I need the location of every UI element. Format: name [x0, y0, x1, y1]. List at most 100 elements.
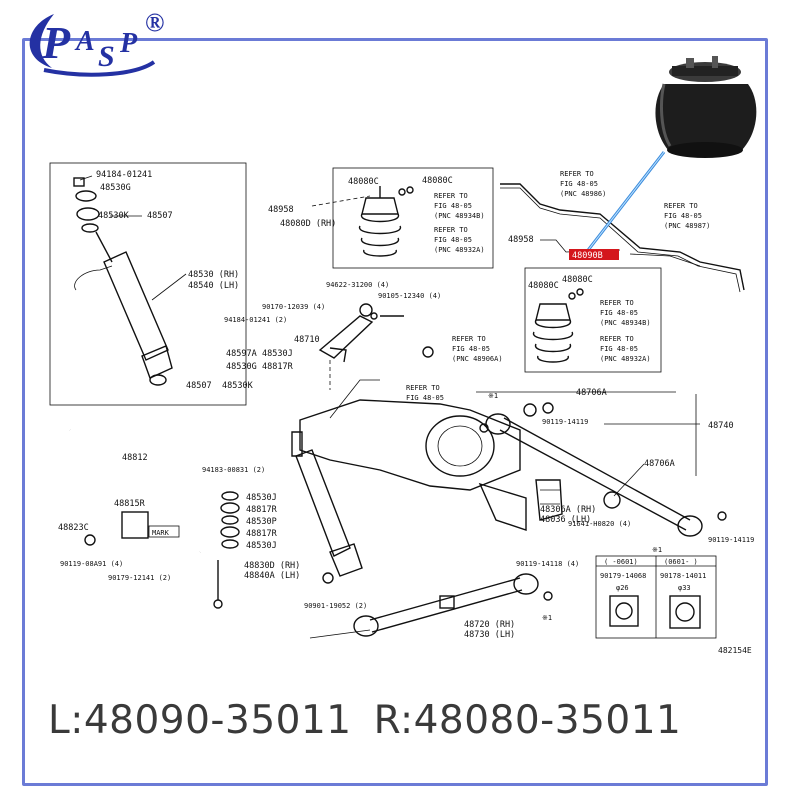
leader-lines — [79, 175, 700, 639]
label-48730-lh-text: 48730 (LH) — [464, 630, 515, 640]
ref-48987-3: (PNC 48987) — [664, 222, 710, 230]
table-col2-head: (0601- ) — [664, 558, 698, 566]
label-90119-08A91: 90119-08A91 (4) — [60, 560, 123, 568]
shock-absorber-lower — [291, 431, 363, 584]
ref-48932A-a-2: FIG 48-05 — [434, 236, 472, 244]
ref-fig48-1: REFER TO — [406, 384, 440, 392]
ref-48932A-b-1: REFER TO — [600, 335, 634, 343]
label-91641: 91641-H0820 (4) — [568, 520, 631, 528]
label-90119-14119-b: 90119-14119 — [708, 536, 754, 544]
table-col2-dia: φ33 — [678, 584, 691, 592]
label-48530P: 48530P — [246, 517, 277, 527]
label-48958-a: 48958 — [268, 205, 294, 215]
label-48507: 48507 — [147, 211, 173, 221]
label-90119-14119-a: 90119-14119 — [542, 418, 588, 426]
bushing-table — [595, 555, 717, 639]
registered-mark: ® — [145, 8, 165, 37]
ref-48932A-a-3: (PNC 48932A) — [434, 246, 485, 254]
label-94622: 94622-31200 (4) — [326, 281, 389, 289]
label-48306A-rh: 48306A (RH) — [540, 505, 596, 515]
label-94184-01241-mid: 94184-01241 (2) — [224, 316, 287, 324]
label-48080C-c: 48080C — [562, 275, 593, 285]
ref-48934B-a-2: FIG 48-05 — [434, 202, 472, 210]
label-48530J-b: 48530J — [246, 493, 277, 503]
label-48530G: 48530G — [100, 183, 131, 193]
label-48706A-a: 48706A — [576, 388, 607, 398]
label-90119-14118: 90119-14118 (4) — [516, 560, 579, 568]
label-48530G-mid: 48530G — [226, 362, 257, 372]
ref-48986-3: (PNC 48986) — [560, 190, 606, 198]
label-48823C: 48823C — [58, 523, 89, 533]
ref-48932A-b-2: FIG 48-05 — [600, 345, 638, 353]
ref-48932A-a-1: REFER TO — [434, 226, 468, 234]
ref-48986-1: REFER TO — [560, 170, 594, 178]
label-48530J-mid: 48530J — [262, 349, 293, 359]
label-48080C-d: 48080C — [528, 281, 559, 291]
label-48830D-rh: 48830D (RH) — [244, 561, 300, 571]
label-90901: 90901-19052 (2) — [304, 602, 367, 610]
lower-trailing-arm — [353, 573, 539, 637]
air-spring-box-top — [332, 167, 494, 269]
label-90170: 90170-12039 (4) — [262, 303, 325, 311]
label-48507-mid: 48507 — [186, 381, 212, 391]
ref-48986-2: FIG 48-05 — [560, 180, 598, 188]
pasp-logo: P A S P — [29, 14, 156, 77]
label-48706A-b: 48706A — [644, 459, 675, 469]
stabilizer-bushing-stack — [220, 491, 240, 549]
ref-48934B-b-2: FIG 48-05 — [600, 309, 638, 317]
label-48815R: 48815R — [114, 499, 146, 509]
label-48530-rh: 48530 (RH) — [188, 270, 239, 280]
label-48080C-b: 48080C — [422, 176, 453, 186]
label-90179-12141: 90179-12141 (2) — [108, 574, 171, 582]
ref-48906A-2: FIG 48-05 — [452, 345, 490, 353]
table-col1-part: 90179-14068 — [600, 572, 646, 580]
label-48812: 48812 — [122, 453, 148, 463]
table-col2-part: 90178-14011 — [660, 572, 706, 580]
ref-48934B-b-1: REFER TO — [600, 299, 634, 307]
air-spring-photo — [655, 56, 757, 158]
label-48958-b: 48958 — [508, 235, 534, 245]
label-90105: 90105-12340 (4) — [378, 292, 441, 300]
label-48740: 48740 — [708, 421, 734, 431]
air-spring-box-right — [524, 267, 662, 373]
ref-fig48-2: FIG 48-05 — [406, 394, 444, 402]
air-spring-right — [533, 288, 584, 363]
rear-axle — [299, 379, 527, 531]
label-48036-lh: 48036 (LH) — [540, 515, 591, 525]
table-col1-dia: φ26 — [616, 584, 629, 592]
svg-text:A: A — [74, 26, 95, 57]
ref-48987-2: FIG 48-05 — [664, 212, 702, 220]
label-48530K-mid: 48530K — [222, 381, 254, 391]
ref-48934B-b-3: (PNC 48934B) — [600, 319, 651, 327]
label-48817R-c: 48817R — [246, 529, 278, 539]
ref-48987-1: REFER TO — [664, 202, 698, 210]
svg-text:S: S — [98, 40, 115, 73]
stabilizer-bar — [69, 429, 223, 609]
left-part-number: L:48090-35011 — [48, 698, 352, 743]
ref-48934B-a-3: (PNC 48934B) — [434, 212, 485, 220]
pointer-line-highlight — [581, 151, 665, 259]
svg-text:P: P — [119, 28, 138, 59]
label-x1-table: ※1 — [652, 546, 662, 554]
table-col1-head: ( -0601) — [604, 558, 638, 566]
part-numbers: L:48090-35011 R:48080-35011 — [48, 698, 703, 743]
air-spring-top — [311, 186, 414, 257]
ref-48932A-b-3: (PNC 48932A) — [600, 355, 651, 363]
label-48720-rh: 48720 (RH) — [464, 620, 515, 630]
label-94183: 94183-00831 (2) — [202, 466, 265, 474]
highlight-48090B — [569, 249, 619, 260]
label-48710: 48710 — [294, 335, 320, 345]
right-part-number: R:48080-35011 — [373, 698, 682, 743]
air-lines — [500, 183, 745, 293]
label-48540-lh: 48540 (LH) — [188, 281, 239, 291]
label-48080C-a: 48080C — [348, 177, 379, 187]
label-mark: MARK — [152, 529, 170, 537]
ref-48906A-3: (PNC 48906A) — [452, 355, 503, 363]
ref-48906A-1: REFER TO — [452, 335, 486, 343]
label-48597A: 48597A — [226, 349, 257, 359]
label-94184-01241: 94184-01241 — [96, 170, 152, 180]
label-48840A-lh: 48840A (LH) — [244, 571, 300, 581]
ref-48934B-a-1: REFER TO — [434, 192, 468, 200]
diagram-code: 482154E — [718, 646, 752, 655]
